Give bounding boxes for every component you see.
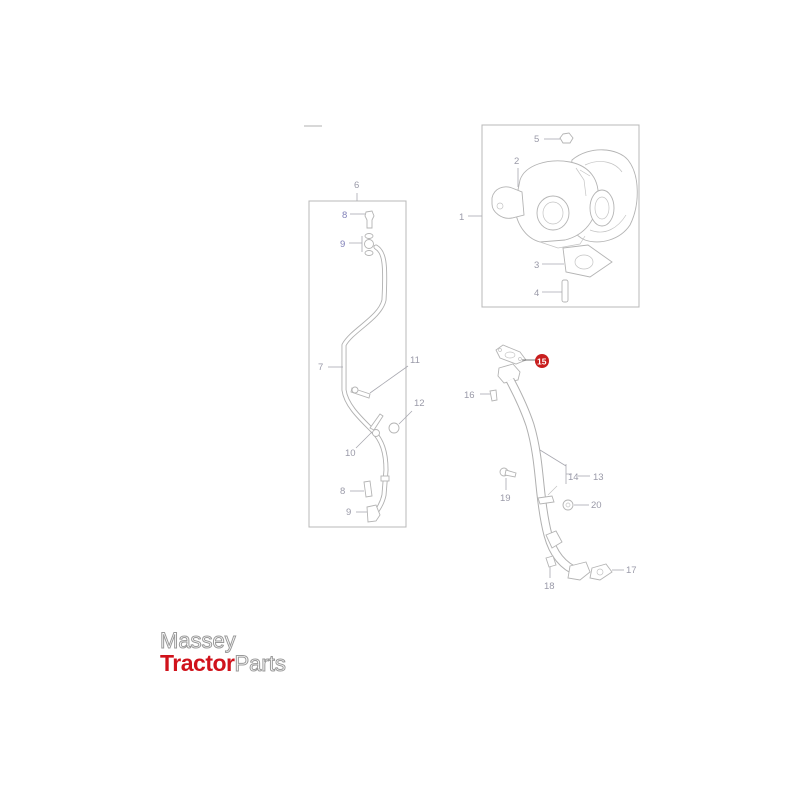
gasket-icon[interactable] xyxy=(562,244,613,278)
callout-14[interactable]: 14 xyxy=(568,472,579,483)
callout-12[interactable]: 12 xyxy=(414,398,425,409)
pipe-sleeve-icon xyxy=(380,475,390,482)
callout-15[interactable]: 15 xyxy=(537,357,547,367)
turbocharger-icon[interactable] xyxy=(491,149,638,249)
logo-line-massey: Massey xyxy=(160,628,237,653)
banjo-fitting-icon[interactable] xyxy=(364,233,374,256)
callout-16[interactable]: 16 xyxy=(464,390,475,401)
spacer-icon[interactable] xyxy=(388,422,400,434)
lower-flange-icon xyxy=(567,561,591,581)
callout-18[interactable]: 18 xyxy=(544,581,555,592)
massey-tractor-parts-logo[interactable]: Massey TractorParts xyxy=(160,628,320,680)
callout-5[interactable]: 5 xyxy=(534,134,539,145)
oil-return-pipe-group: 15 16 14 13 19 20 xyxy=(464,344,637,592)
clip-icon[interactable] xyxy=(369,413,384,431)
banjo-bolt-icon[interactable] xyxy=(364,210,375,229)
callout-9-top[interactable]: 9 xyxy=(340,239,345,250)
nut-20-icon[interactable] xyxy=(562,499,574,511)
bolt-19-icon[interactable] xyxy=(499,467,517,478)
bolt-16-icon[interactable] xyxy=(489,389,498,402)
callout-10[interactable]: 10 xyxy=(345,448,356,459)
return-pipe-flange-icon xyxy=(497,363,521,384)
stud-icon[interactable] xyxy=(561,279,569,303)
callout-8-bottom[interactable]: 8 xyxy=(340,486,345,497)
logo-parts: Parts xyxy=(234,651,286,677)
oil-feed-pipe-box xyxy=(308,200,407,528)
banjo-bolt-bottom-icon[interactable] xyxy=(363,480,373,498)
banjo-fitting-bottom-icon[interactable] xyxy=(366,504,381,523)
highlight-callout-15[interactable] xyxy=(535,354,549,368)
pipe-clamp-icon[interactable] xyxy=(537,495,555,505)
callout-1[interactable]: 1 xyxy=(459,212,464,223)
oil-feed-pipe-icon[interactable] xyxy=(341,244,389,521)
callout-20[interactable]: 20 xyxy=(591,500,602,511)
logo-line-tractorparts: TractorParts xyxy=(160,650,286,680)
callout-13[interactable]: 13 xyxy=(593,472,604,483)
gasket-17-icon[interactable] xyxy=(589,563,613,581)
callout-7[interactable]: 7 xyxy=(318,362,323,373)
bolt-18-icon[interactable] xyxy=(545,555,557,568)
callout-19[interactable]: 19 xyxy=(500,493,511,504)
callout-4[interactable]: 4 xyxy=(534,288,539,299)
callout-6[interactable]: 6 xyxy=(354,180,359,191)
logo-tractor: Tractor xyxy=(160,650,235,676)
callout-17[interactable]: 17 xyxy=(626,565,637,576)
nut-icon[interactable] xyxy=(559,132,574,144)
callout-9-bottom[interactable]: 9 xyxy=(346,507,351,518)
turbocharger-group: 1 2 5 3 xyxy=(459,124,640,308)
callout-8-top[interactable]: 8 xyxy=(342,210,347,221)
gasket-15-icon[interactable] xyxy=(495,344,527,365)
oil-feed-pipe-group: 6 7 8 9 11 10 12 xyxy=(308,180,425,528)
callout-11[interactable]: 11 xyxy=(410,355,420,366)
pipe-connector-icon xyxy=(545,530,563,549)
callout-3[interactable]: 3 xyxy=(534,260,539,271)
callout-2[interactable]: 2 xyxy=(514,156,519,167)
